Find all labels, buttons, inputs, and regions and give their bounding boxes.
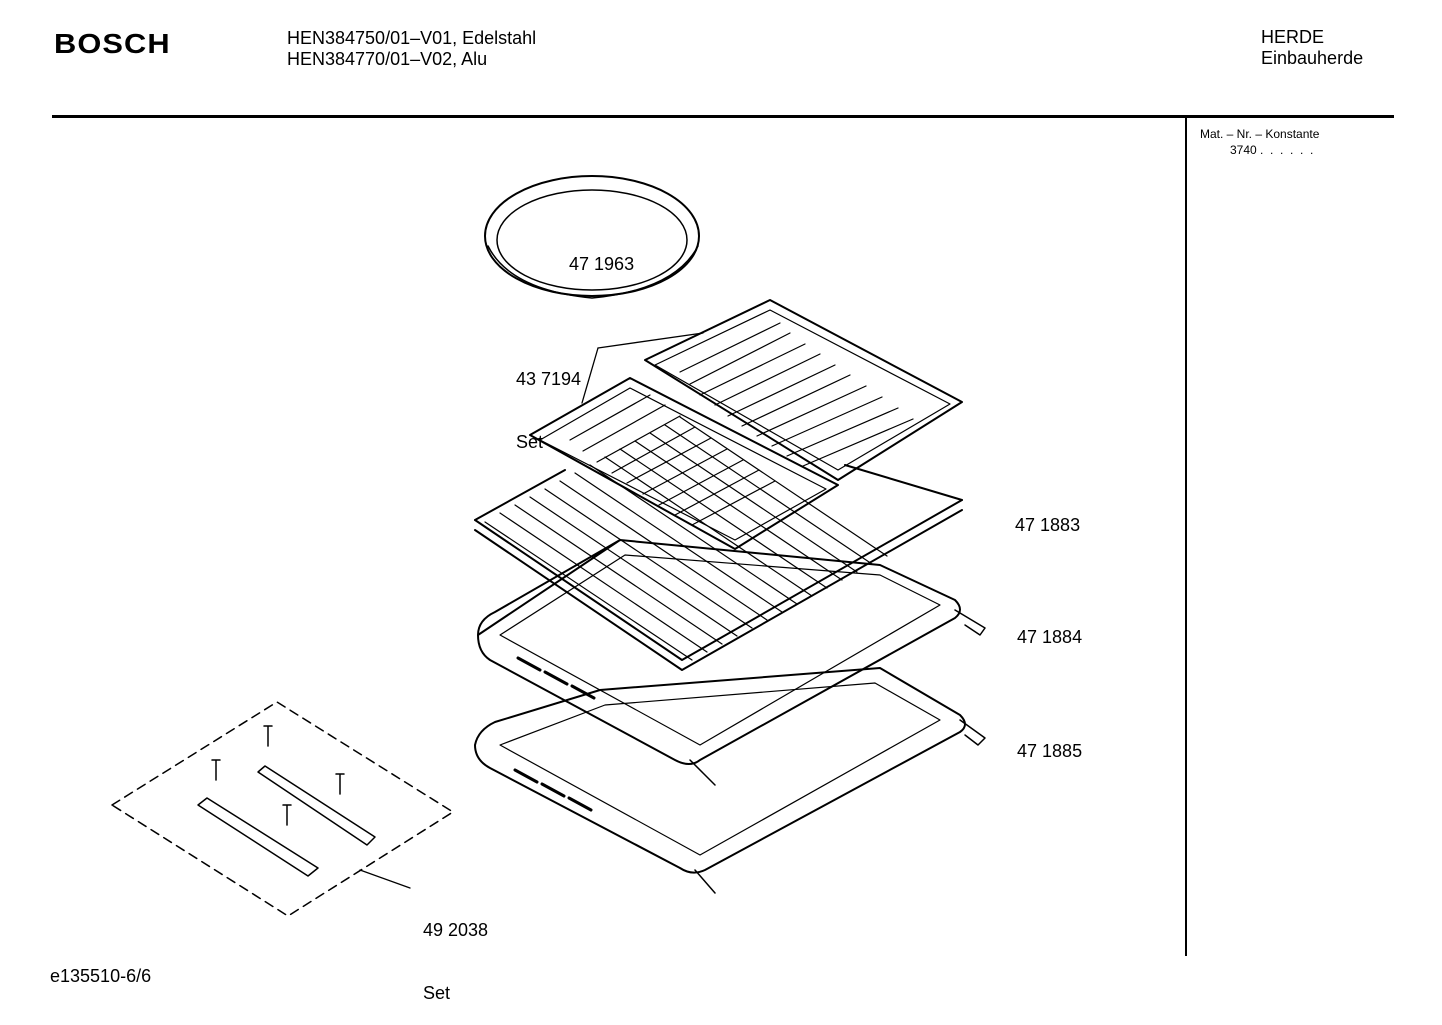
part-label: Set (516, 432, 544, 452)
part-callout-wire-rack: 47 1883 (1005, 494, 1080, 536)
part-number: 47 1883 (1015, 515, 1081, 535)
rail-set-drawing (111, 701, 454, 917)
round-pan-drawing (484, 175, 700, 299)
part-number: 43 7194 (516, 369, 582, 389)
part-number: 47 1885 (1017, 741, 1083, 761)
category-subtitle: Einbauherde (1261, 48, 1364, 68)
category-title: HERDE (1261, 27, 1325, 47)
part-callout-grill-tray-set: 43 7194 Set (516, 327, 581, 474)
grill-tray-set-drawing (529, 299, 963, 550)
category-block: HERDE Einbauherde (1261, 27, 1363, 69)
part-callout-baking-tray: 47 1884 (1007, 606, 1082, 648)
model-line-1: HEN384750/01–V01, Edelstahl (287, 28, 537, 48)
enamel-tray-drawing (474, 667, 986, 894)
exploded-view-drawing (111, 175, 986, 917)
part-number: 47 1884 (1017, 627, 1083, 647)
model-list: HEN384750/01–V01, Edelstahl HEN384770/01… (287, 28, 536, 70)
part-callout-round-pan: 47 1963 (559, 233, 634, 275)
matnr-title: Mat. – Nr. – Konstante (1200, 127, 1320, 141)
baking-tray-drawing (477, 539, 986, 786)
part-callout-rail-set: 49 2038 Set (423, 878, 488, 1025)
model-line-2: HEN384770/01–V02, Alu (287, 49, 488, 69)
header-divider (52, 115, 1394, 118)
side-panel-divider (1185, 118, 1187, 956)
document-id: e135510-6/6 (50, 966, 152, 986)
part-label: Set (423, 983, 451, 1003)
part-number: 49 2038 (423, 920, 489, 940)
matnr-value: 3740 . . . . . . (1230, 143, 1314, 157)
brand-logo: BOSCH (54, 28, 171, 59)
part-callout-enamel-tray: 47 1885 (1007, 720, 1082, 762)
part-number: 47 1963 (569, 254, 635, 274)
